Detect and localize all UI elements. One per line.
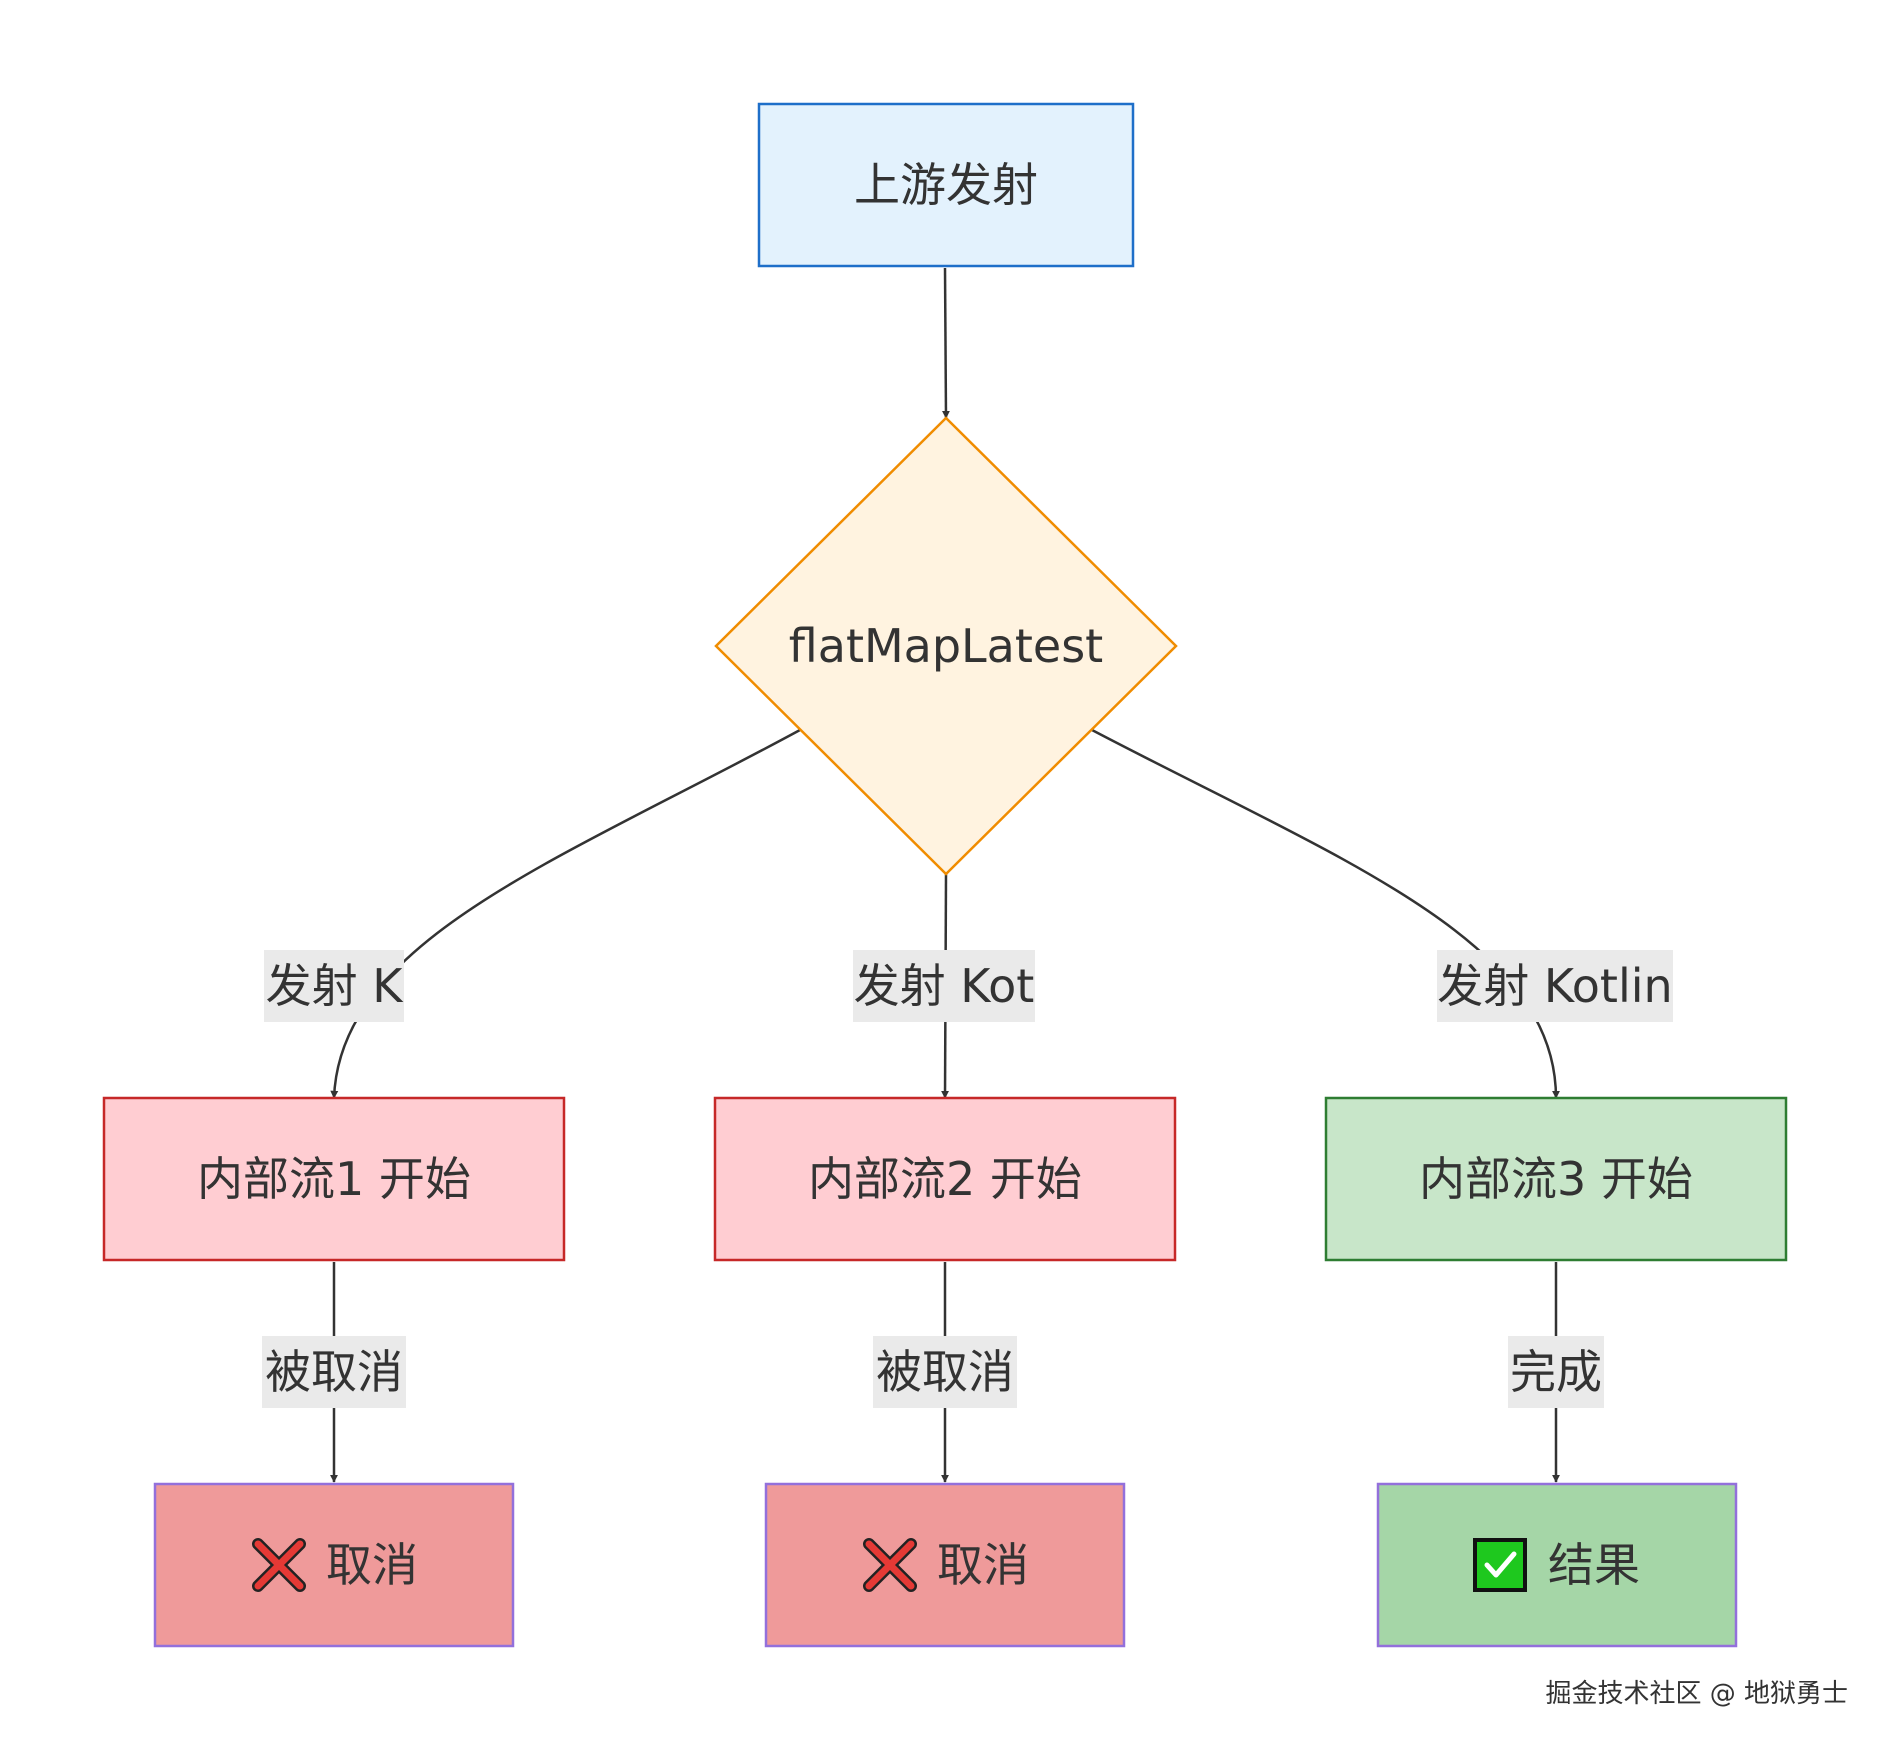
edge-label-text: 被取消 [265,1345,403,1399]
node-box [102,1096,566,1262]
edge-label-cancelled-1: 被取消 [262,1336,406,1408]
edge-label-text: 完成 [1510,1345,1602,1399]
edge-operator-to-inner3 [1091,728,1560,1099]
node-box [713,1096,1177,1262]
edge-label-background [264,950,404,1022]
edge-label-background [873,1336,1017,1408]
edge-label-completed: 完成 [1508,1336,1604,1408]
edge-operator-to-inner1 [330,728,801,1099]
node-box [764,1482,1126,1648]
node-inner-flow-3-start: 内部流3 开始 [1324,1096,1788,1262]
node-box [153,1482,515,1648]
node-inner-flow-1-start: 内部流1 开始 [102,1096,566,1262]
watermark: 掘金技术社区 @ 地狱勇士 [1545,1679,1848,1709]
edge-label-emit-kot: 发射 Kot [853,950,1035,1022]
node-label: 取消 [937,1538,1029,1592]
node-upstream-emit: 上游发射 [757,102,1135,268]
node-label: 取消 [326,1538,418,1592]
edge-label-background [1437,950,1673,1022]
node-label: 结果 [1548,1538,1640,1592]
node-flatmaplatest-decision: flatMapLatest [714,416,1178,876]
node-box [1376,1482,1738,1648]
cross-mark-icon [252,1538,306,1592]
node-box [757,102,1135,268]
node-label: 内部流3 开始 [1419,1152,1693,1206]
edge-label-text: 被取消 [876,1345,1014,1399]
decision-diamond [714,416,1178,876]
cross-mark-icon [863,1538,917,1592]
node-cancel-1: 取消 [153,1482,515,1648]
edge-label-text: 发射 Kotlin [1437,959,1672,1013]
node-label: 上游发射 [854,158,1038,212]
edge-label-background [262,1336,406,1408]
node-inner-flow-2-start: 内部流2 开始 [713,1096,1177,1262]
node-box [1324,1096,1788,1262]
edge-label-emit-k: 发射 K [264,950,404,1022]
node-result: 结果 [1376,1482,1738,1648]
edge-label-text: 发射 K [266,959,405,1013]
node-label: 内部流2 开始 [808,1152,1082,1206]
check-mark-icon [1473,1538,1527,1592]
node-cancel-2: 取消 [764,1482,1126,1648]
edge-upstream-to-operator [941,267,950,419]
edge-label-background [1508,1336,1604,1408]
edge-label-emit-kotlin: 发射 Kotlin [1437,950,1673,1022]
edge-label-text: 发射 Kot [854,959,1035,1013]
node-label: 内部流1 开始 [197,1152,471,1206]
edge-label-background [853,950,1035,1022]
edge-label-cancelled-2: 被取消 [873,1336,1017,1408]
node-label: flatMapLatest [789,619,1103,673]
